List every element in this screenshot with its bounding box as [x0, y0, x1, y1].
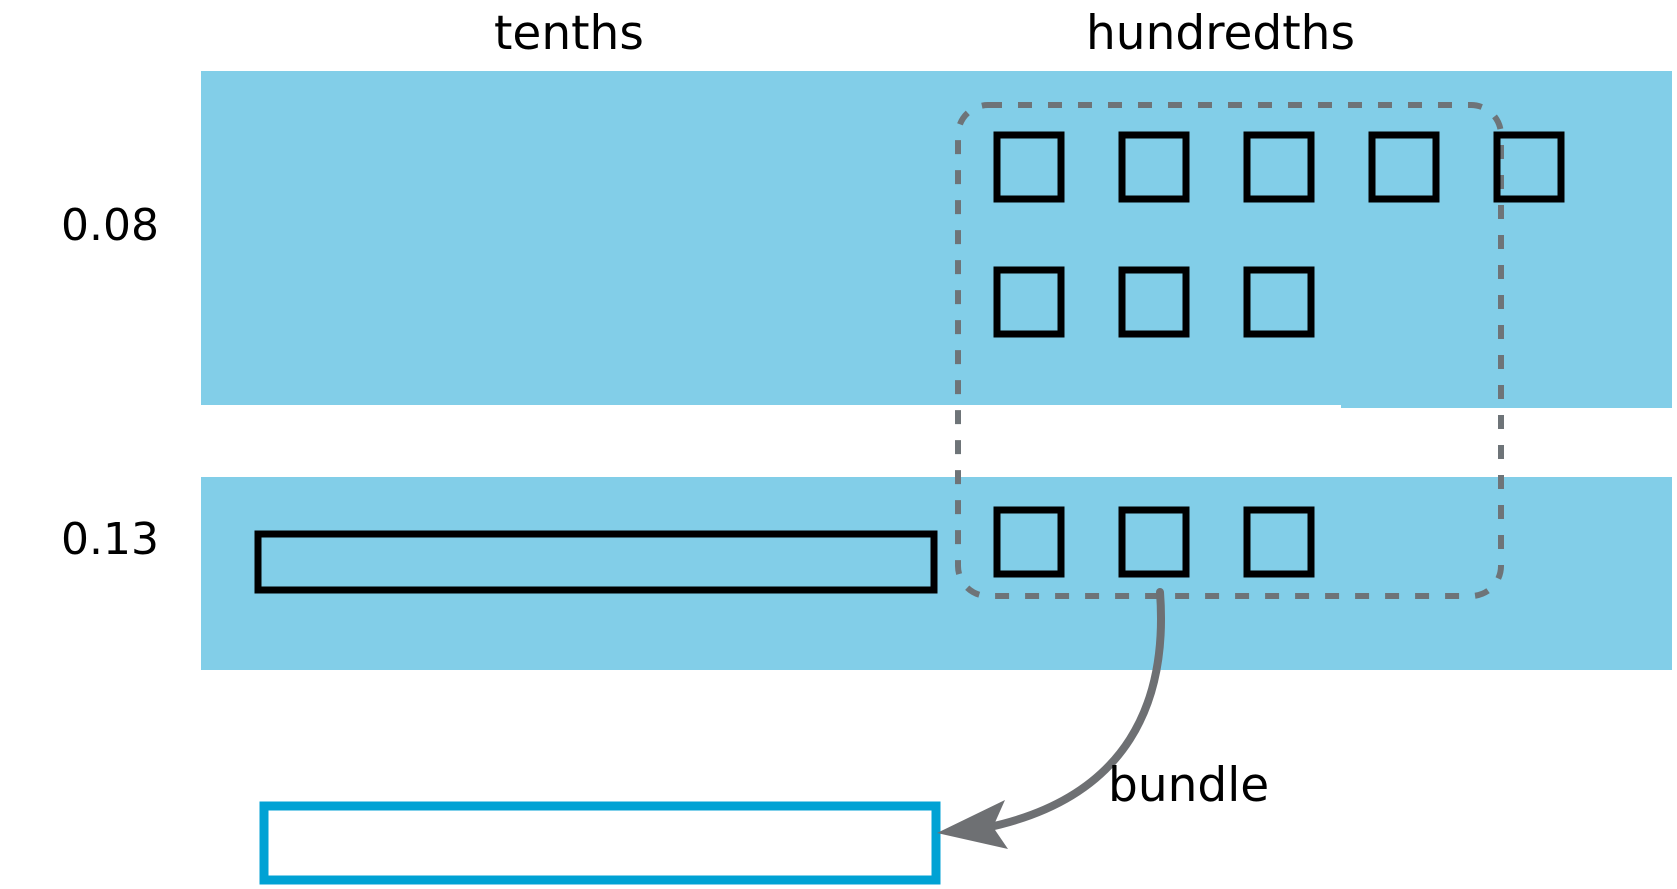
column-heading-tenths: tenths	[494, 6, 644, 61]
hundredth-square[interactable]	[1493, 131, 1565, 203]
bundle-arrow	[937, 588, 1165, 849]
row-label-1: 0.13	[61, 514, 159, 565]
hundredths-row-0-line-0	[993, 131, 1565, 203]
tenths-bar[interactable]	[254, 530, 938, 594]
hundredth-square[interactable]	[1243, 131, 1315, 203]
hundredth-square[interactable]	[1118, 131, 1190, 203]
bundle-result-rect[interactable]	[259, 801, 941, 885]
row-band-0-extension	[1341, 71, 1672, 408]
hundredth-square[interactable]	[993, 131, 1065, 203]
hundredth-square[interactable]	[1118, 506, 1190, 578]
hundredth-square[interactable]	[1243, 506, 1315, 578]
hundredths-row-1	[993, 506, 1315, 578]
hundredth-square[interactable]	[993, 266, 1065, 338]
bundle-arrow-curve	[981, 588, 1165, 832]
column-heading-hundredths: hundredths	[1086, 6, 1355, 61]
bundle-annotation-label: bundle	[1108, 758, 1270, 813]
row-band-0	[201, 71, 1341, 405]
hundredth-square[interactable]	[1118, 266, 1190, 338]
hundredths-row-0-line-1	[993, 266, 1315, 338]
hundredth-square[interactable]	[993, 506, 1065, 578]
row-label-0: 0.08	[61, 200, 159, 251]
row-band-group-0	[201, 71, 1672, 408]
bundle-selection-box[interactable]	[955, 102, 1504, 599]
hundredth-square[interactable]	[1368, 131, 1440, 203]
bundle-arrow-head	[937, 800, 1008, 849]
hundredth-square[interactable]	[1243, 266, 1315, 338]
